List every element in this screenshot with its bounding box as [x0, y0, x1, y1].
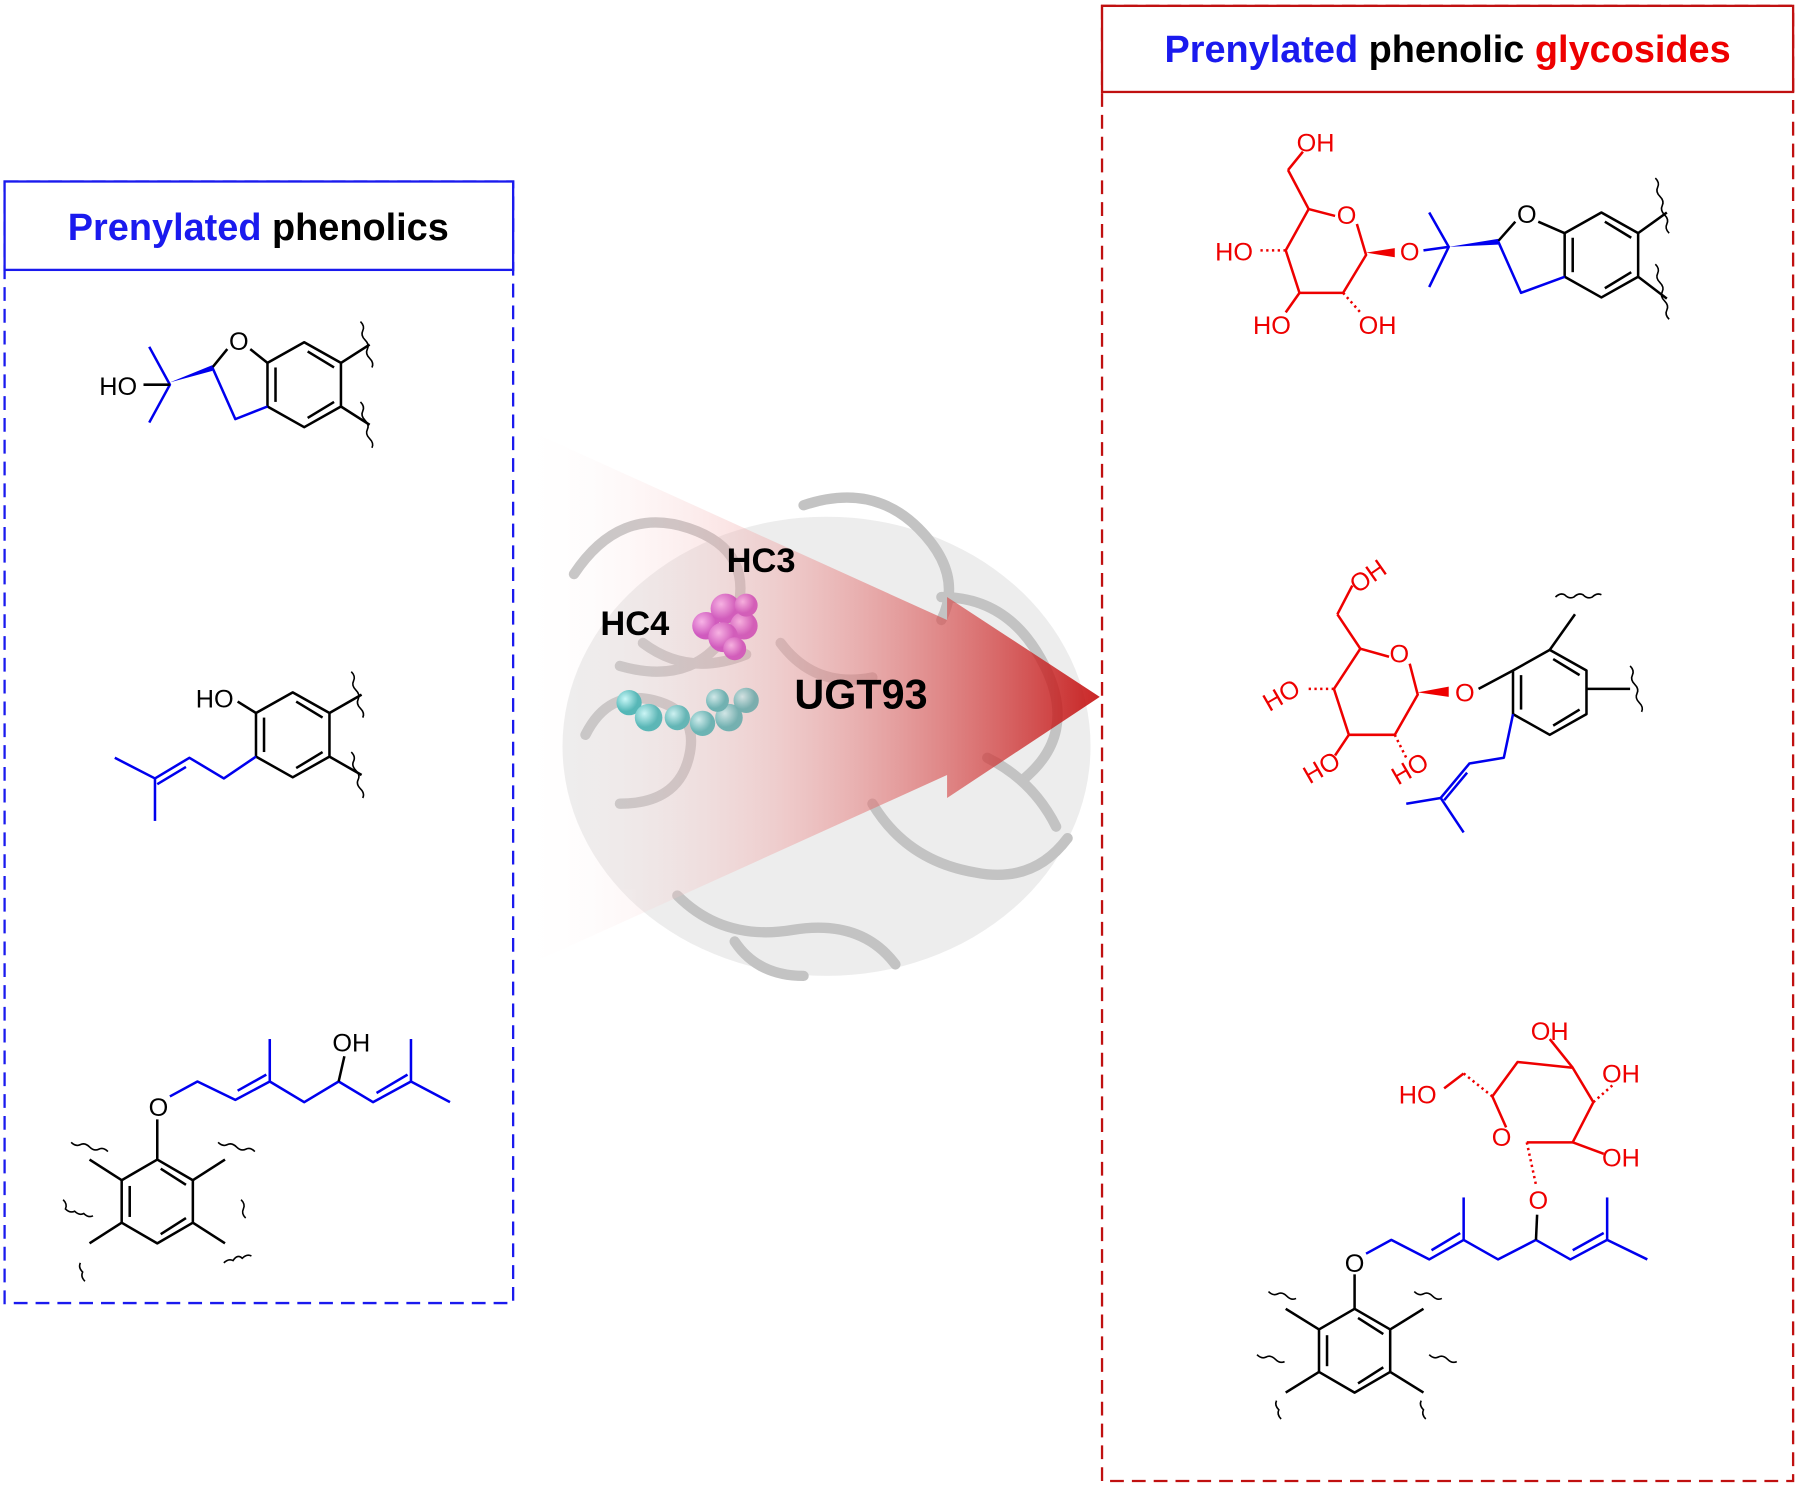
- structure-prenylphenol: HO: [114, 671, 365, 821]
- atom-label: O: [1390, 640, 1410, 668]
- atom-label: OH: [1297, 130, 1335, 158]
- atom-label: O: [229, 328, 249, 356]
- atom-label: OH: [1345, 554, 1392, 599]
- atom-label: OH: [1602, 1144, 1640, 1172]
- atom-label: HO: [99, 373, 137, 401]
- structure-prenyl-ether: O OH: [62, 1030, 451, 1282]
- atom-label: HO: [1253, 312, 1291, 340]
- left-panel: Prenylated phenolics O HO: [3, 180, 515, 1305]
- enzyme-illustration: HC3 HC4 UGT93: [516, 424, 1100, 982]
- atom-label: HO: [1258, 674, 1305, 717]
- atom-label: O: [1337, 202, 1357, 230]
- atom-label: O: [1455, 680, 1475, 708]
- structure-glycoside-2: OH HO HO HO O O: [1258, 554, 1644, 834]
- right-panel-title: Prenylated phenolic glycosides: [1164, 29, 1730, 71]
- reaction-arrow: [516, 424, 1100, 971]
- atom-label: O: [1400, 239, 1420, 267]
- atom-label: HO: [1399, 1081, 1437, 1109]
- atom-label: HO: [196, 685, 234, 713]
- right-panel: Prenylated phenolic glycosides OH HO HO …: [1100, 4, 1795, 1483]
- hc4-label: HC4: [600, 605, 669, 643]
- atom-label: O: [1528, 1187, 1548, 1215]
- atom-label: O: [1517, 201, 1537, 229]
- atom-label: OH: [1359, 312, 1397, 340]
- atom-label: O: [1492, 1124, 1512, 1152]
- atom-label: HO: [1215, 239, 1253, 267]
- structure-dihydrobenzofuran: O HO: [99, 320, 374, 449]
- atom-label: OH: [332, 1030, 370, 1058]
- structure-glycoside-3: OH OH OH HO O O O: [1256, 1018, 1648, 1420]
- atom-label: O: [1345, 1250, 1365, 1278]
- atom-label: OH: [1602, 1061, 1640, 1089]
- structure-glycoside-1: OH HO HO OH O O O: [1215, 130, 1670, 340]
- hc3-label: HC3: [727, 542, 796, 580]
- atom-label: O: [149, 1094, 169, 1122]
- atom-label: OH: [1531, 1018, 1569, 1046]
- enzyme-label: UGT93: [794, 671, 927, 717]
- atom-label: HO: [1387, 748, 1434, 791]
- left-panel-title: Prenylated phenolics: [68, 207, 449, 249]
